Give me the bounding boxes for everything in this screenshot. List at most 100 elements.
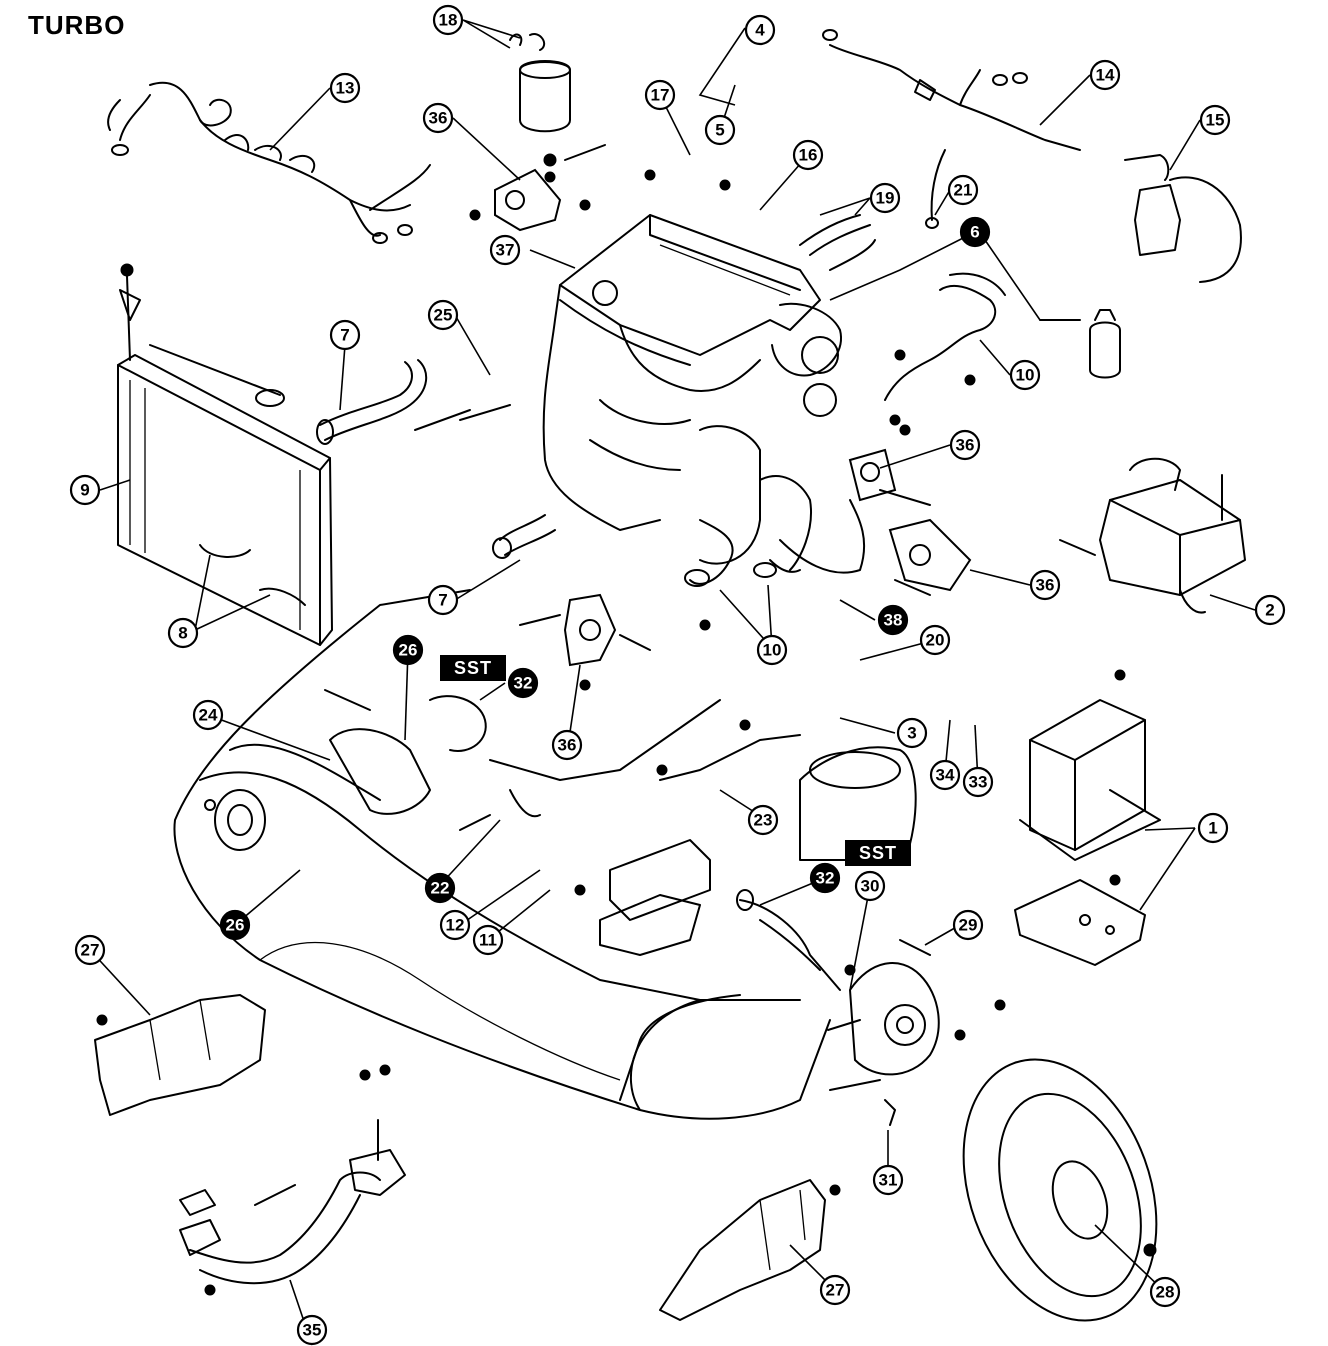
callout-circle bbox=[819, 1274, 851, 1306]
coolant-hoses-upper bbox=[799, 149, 946, 271]
callout-number: 30 bbox=[861, 877, 880, 896]
callout-33: 33 bbox=[962, 766, 994, 798]
callout-circle bbox=[854, 870, 886, 902]
callout-circle bbox=[756, 634, 788, 666]
callout-circle bbox=[704, 114, 736, 146]
callout-number: 26 bbox=[226, 916, 245, 935]
callout-circle bbox=[959, 216, 991, 248]
callout-17: 17 bbox=[644, 79, 676, 111]
callout-number: 24 bbox=[199, 706, 218, 725]
callout-number: 32 bbox=[816, 869, 835, 888]
vacuum-hose bbox=[1039, 309, 1121, 379]
callout-circle bbox=[962, 766, 994, 798]
diagram-title: TURBO bbox=[28, 10, 126, 40]
callout-27: 27 bbox=[819, 1274, 851, 1306]
callout-number: 5 bbox=[715, 121, 724, 140]
callout-number: 25 bbox=[434, 306, 453, 325]
callout-26: 26 bbox=[219, 909, 251, 941]
charcoal-canister bbox=[509, 33, 571, 133]
callout-circle bbox=[424, 872, 456, 904]
callout-16: 16 bbox=[792, 139, 824, 171]
callout-18: 18 bbox=[432, 4, 464, 36]
callout-circle bbox=[69, 474, 101, 506]
callout-number: 12 bbox=[446, 916, 465, 935]
callout-30: 30 bbox=[854, 870, 886, 902]
callout-circle bbox=[744, 14, 776, 46]
callout-number: 7 bbox=[340, 326, 349, 345]
callout-31: 31 bbox=[872, 1164, 904, 1196]
callout-24: 24 bbox=[192, 699, 224, 731]
engine-mount-upper bbox=[469, 144, 606, 232]
callout-circle bbox=[1009, 359, 1041, 391]
callout-number: 36 bbox=[956, 436, 975, 455]
callout-number: 13 bbox=[336, 79, 355, 98]
callout-7: 7 bbox=[427, 584, 459, 616]
callout-number: 9 bbox=[80, 481, 89, 500]
callout-number: 33 bbox=[969, 773, 988, 792]
callout-circle bbox=[507, 667, 539, 699]
callout-circle bbox=[872, 1164, 904, 1196]
callout-circle bbox=[74, 934, 106, 966]
callout-37: 37 bbox=[489, 234, 521, 266]
starter-and-shift-linkage bbox=[324, 689, 801, 818]
callout-3: 3 bbox=[896, 717, 928, 749]
callout-10: 10 bbox=[1009, 359, 1041, 391]
callout-circle bbox=[192, 699, 224, 731]
callout-circle bbox=[947, 174, 979, 206]
callout-number: 10 bbox=[763, 641, 782, 660]
callout-number: 8 bbox=[178, 624, 187, 643]
callout-12: 12 bbox=[439, 909, 471, 941]
callout-circle bbox=[896, 717, 928, 749]
callout-number: 20 bbox=[926, 631, 945, 650]
callout-number: 23 bbox=[754, 811, 773, 830]
control-unit-bracket bbox=[599, 839, 711, 956]
callout-circle bbox=[747, 804, 779, 836]
callout-13: 13 bbox=[329, 72, 361, 104]
radiator-hoses bbox=[316, 359, 556, 559]
callout-14: 14 bbox=[1089, 59, 1121, 91]
callout-number: 28 bbox=[1156, 1283, 1175, 1302]
callout-number: 18 bbox=[439, 11, 458, 30]
callout-circle bbox=[792, 139, 824, 171]
callout-circle bbox=[432, 4, 464, 36]
callout-11: 11 bbox=[472, 924, 504, 956]
callout-23: 23 bbox=[747, 804, 779, 836]
callout-number: 1 bbox=[1208, 819, 1217, 838]
callout-number: 34 bbox=[936, 766, 955, 785]
callout-36: 36 bbox=[949, 429, 981, 461]
callout-36: 36 bbox=[1029, 569, 1061, 601]
callout-circle bbox=[919, 624, 951, 656]
callout-number: 36 bbox=[1036, 576, 1055, 595]
callout-27: 27 bbox=[74, 934, 106, 966]
intake-turbo-pipes bbox=[684, 272, 1006, 587]
callout-circle bbox=[427, 584, 459, 616]
callout-26: 26 bbox=[392, 634, 424, 666]
car-body-outline bbox=[173, 589, 917, 1120]
callout-number: 10 bbox=[1016, 366, 1035, 385]
callout-35: 35 bbox=[296, 1314, 328, 1346]
callout-circle bbox=[219, 909, 251, 941]
callout-number: 3 bbox=[907, 724, 916, 743]
callout-number: 38 bbox=[884, 611, 903, 630]
callout-number: 22 bbox=[431, 879, 450, 898]
crank-pulley bbox=[204, 789, 266, 851]
callout-10: 10 bbox=[756, 634, 788, 666]
callout-circle bbox=[392, 634, 424, 666]
splash-shield-left bbox=[94, 994, 266, 1116]
callout-circle bbox=[296, 1314, 328, 1346]
callout-1: 1 bbox=[1197, 812, 1229, 844]
callout-number: 2 bbox=[1265, 601, 1274, 620]
callout-number: 35 bbox=[303, 1321, 322, 1340]
callout-32: 32 bbox=[507, 667, 539, 699]
callout-38: 38 bbox=[877, 604, 909, 636]
callout-number: 37 bbox=[496, 241, 515, 260]
exhaust-front-pipe bbox=[179, 1119, 406, 1296]
callout-number: 36 bbox=[558, 736, 577, 755]
callout-circle bbox=[949, 429, 981, 461]
wiring-harness-main bbox=[107, 81, 431, 244]
callout-circle bbox=[422, 102, 454, 134]
engine-block bbox=[542, 214, 866, 574]
callout-21: 21 bbox=[947, 174, 979, 206]
sst-text-1: SST bbox=[454, 658, 492, 678]
